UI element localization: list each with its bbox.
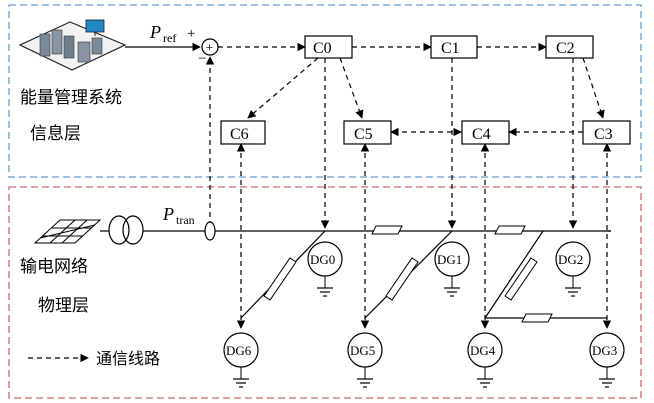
controller-c3: C3 [582, 120, 631, 145]
dg-label: DG2 [558, 252, 583, 267]
controller-label: C2 [556, 40, 575, 57]
summing-junction-icon: + [201, 38, 219, 56]
power-grid-icon [33, 219, 102, 244]
dg-dg6: DG6 [223, 332, 259, 379]
controller-label: C1 [441, 40, 460, 57]
minus-sign: − [198, 51, 206, 67]
ground-icon [477, 378, 493, 388]
line-impedances [263, 225, 553, 323]
dg-label: DG4 [470, 343, 496, 358]
ems-label: 能量管理系统 [20, 88, 122, 108]
controller-label: C3 [594, 126, 613, 143]
ground-icon [357, 378, 373, 388]
controller-label: C0 [313, 40, 332, 57]
current-sensor-icon [204, 221, 216, 241]
controller-label: C6 [230, 126, 249, 143]
dg-dg0: DG0 [307, 241, 343, 288]
controller-label: C5 [354, 126, 373, 143]
svg-text:+: + [206, 41, 214, 56]
grid-label: 输电网络 [20, 257, 88, 277]
comm-c0-to-c5 [339, 57, 364, 119]
info-layer-label: 信息层 [30, 124, 81, 144]
physical-layer-border [8, 186, 642, 399]
dg-dg3: DG3 [589, 332, 625, 379]
controller-label: C4 [472, 126, 491, 143]
power-lines [100, 230, 611, 319]
dg-label: DG6 [226, 343, 252, 358]
physical-layer-label: 物理层 [38, 296, 89, 316]
comm-c0-to-c6 [247, 57, 319, 119]
comm-c2-to-c3 [582, 57, 605, 119]
dg-label: DG1 [437, 252, 462, 267]
dg-dg5: DG5 [347, 332, 383, 379]
communication-lines [205, 42, 612, 329]
controller-c2: C2 [545, 35, 594, 59]
server-rack-icon [18, 19, 127, 71]
controller-c5: C5 [343, 120, 392, 145]
info-layer-border [8, 4, 642, 178]
controller-c4: C4 [461, 120, 510, 145]
plus-sign: + [187, 26, 195, 42]
ground-icon [565, 287, 581, 297]
ground-icon [599, 378, 615, 388]
controller-c6: C6 [220, 120, 266, 145]
controller-c1: C1 [430, 35, 478, 59]
legend: 通信线路 [28, 349, 160, 368]
ground-icon [317, 287, 333, 297]
dg-dg4: DG4 [467, 332, 503, 379]
ground-icon [444, 287, 460, 297]
dg-dg2: DG2 [555, 241, 591, 288]
transformer-icon [108, 215, 144, 245]
ground-icon [233, 378, 249, 388]
dg-label: DG3 [592, 343, 617, 358]
dg-label: DG5 [350, 343, 375, 358]
dg-dg1: DG1 [434, 241, 470, 288]
dg-label: DG0 [310, 252, 335, 267]
controller-c0: C0 [304, 35, 353, 59]
legend-comm-line-label: 通信线路 [96, 349, 160, 368]
